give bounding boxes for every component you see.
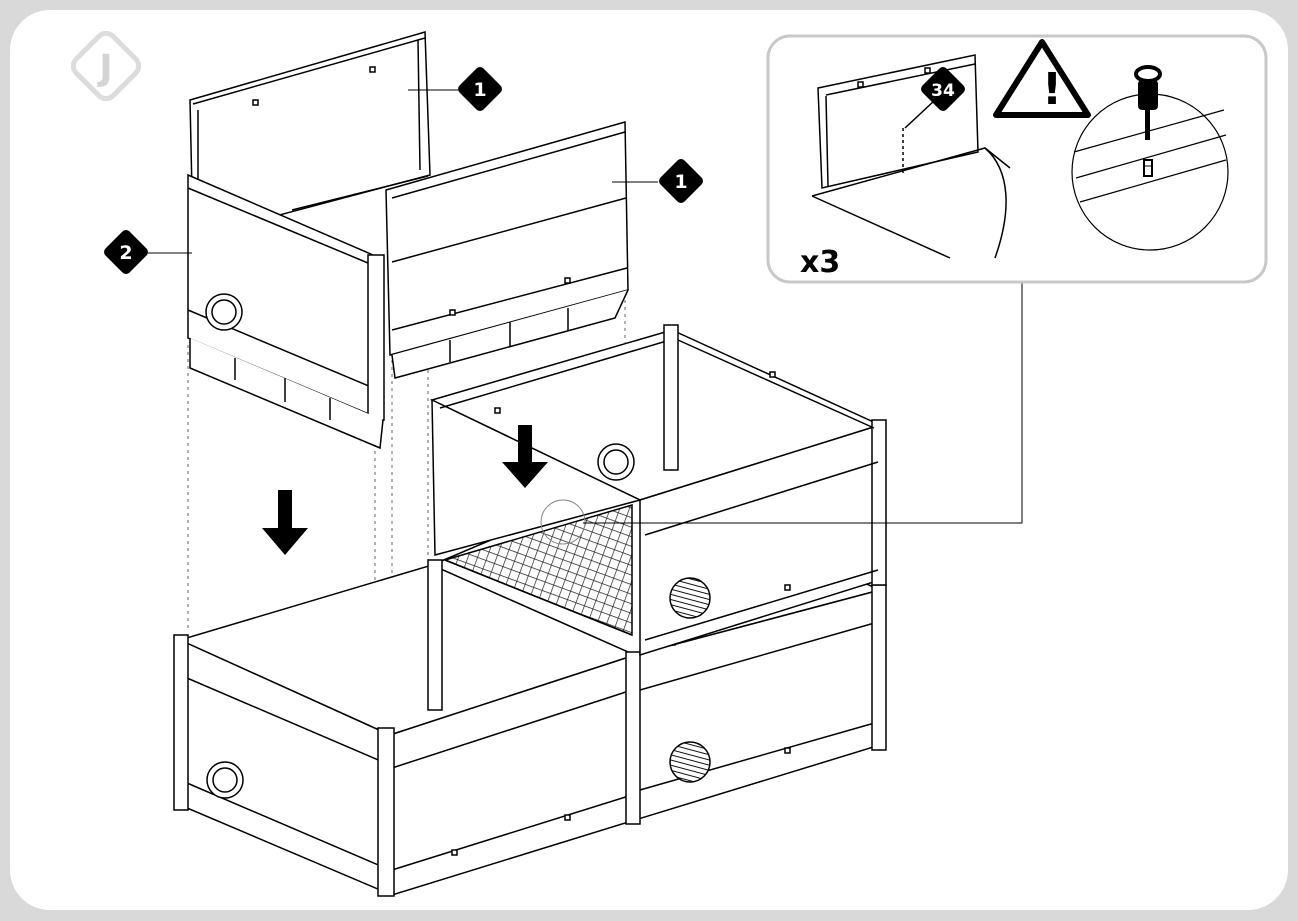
tray-vent-right — [669, 741, 711, 783]
warning-symbol: ! — [1042, 64, 1062, 115]
down-arrow-left — [262, 490, 308, 555]
callout-leaders — [148, 89, 1023, 524]
callout-number: 2 — [119, 242, 132, 264]
step-letter: J — [96, 48, 112, 89]
callout-number: 1 — [674, 171, 687, 193]
callout-number: 1 — [473, 79, 486, 101]
screw-callout: 34 — [921, 67, 965, 111]
side-panel-upper — [385, 121, 629, 379]
detail-inset: 34 ! x3 — [766, 34, 1268, 284]
down-arrow-right — [502, 425, 548, 488]
callout-end-panel: 2 — [104, 230, 148, 274]
step-badge: J — [70, 30, 142, 102]
frame-vent — [669, 577, 711, 619]
callout-side-panel-back: 1 — [458, 67, 502, 111]
screwdriver-icon — [1134, 65, 1162, 140]
screw-icon — [1143, 159, 1153, 177]
quantity-label: x3 — [800, 245, 840, 280]
screw-number: 34 — [931, 81, 955, 101]
callout-side-panel-front: 1 — [659, 159, 703, 203]
warning-triangle-icon: ! — [993, 39, 1091, 118]
upper-frame — [429, 324, 887, 657]
end-panel-upper — [187, 173, 385, 450]
